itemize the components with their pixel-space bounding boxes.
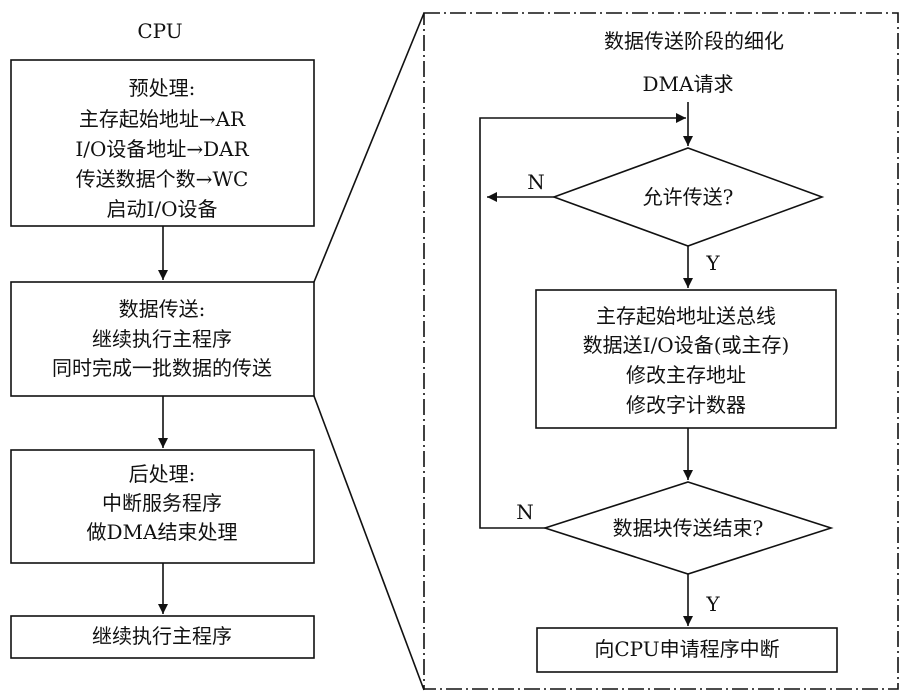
transfer-heading: 数据传送:	[119, 297, 206, 321]
done-yes-label: Y	[705, 592, 720, 616]
preprocess-line-1: 主存起始地址→AR	[79, 107, 246, 131]
arrow-done-no-loop	[479, 113, 686, 529]
preprocess-box	[10, 59, 315, 227]
zoom-line-top	[313, 12, 425, 283]
detail-panel: 数据传送阶段的细化 DMA请求 允许传送? N Y 主存起始地址送总线 数据送I…	[479, 29, 838, 673]
dma-request-label: DMA请求	[643, 72, 734, 96]
allow-yes-label: Y	[705, 251, 720, 275]
preprocess-heading: 预处理:	[129, 76, 196, 100]
cpu-title: CPU	[137, 19, 182, 43]
transfer-box	[10, 281, 315, 397]
process-line-3: 修改主存地址	[626, 363, 746, 387]
transfer-line-2: 同时完成一批数据的传送	[52, 356, 272, 380]
postprocess-line-1: 中断服务程序	[102, 491, 222, 515]
preprocess-line-4: 启动I/O设备	[106, 197, 217, 221]
allow-transfer-label: 允许传送?	[643, 185, 734, 209]
zoom-line-bottom	[313, 395, 425, 691]
block-done-label: 数据块传送结束?	[613, 516, 764, 540]
transfer-line-1: 继续执行主程序	[92, 327, 232, 351]
preprocess-line-2: I/O设备地址→DAR	[75, 137, 249, 161]
postprocess-heading: 后处理:	[129, 462, 196, 486]
transfer-process-box	[535, 289, 837, 429]
postprocess-line-2: 做DMA结束处理	[87, 520, 238, 544]
process-line-2: 数据送I/O设备(或主存)	[583, 333, 790, 357]
done-no-label: N	[516, 500, 534, 524]
detail-title: 数据传送阶段的细化	[604, 29, 784, 53]
allow-no-label: N	[527, 170, 545, 194]
interrupt-request-box	[536, 627, 838, 673]
process-line-4: 修改字计数器	[626, 393, 746, 417]
continue-label: 继续执行主程序	[92, 624, 232, 648]
continue-box	[10, 615, 315, 659]
postprocess-box	[10, 449, 315, 564]
cpu-panel: CPU 预处理: 主存起始地址→AR I/O设备地址→DAR 传送数据个数→WC…	[10, 19, 315, 659]
process-line-1: 主存起始地址送总线	[596, 304, 776, 328]
interrupt-request-label: 向CPU申请程序中断	[594, 637, 779, 661]
preprocess-line-3: 传送数据个数→WC	[76, 167, 249, 191]
detail-panel-frame	[423, 12, 899, 690]
